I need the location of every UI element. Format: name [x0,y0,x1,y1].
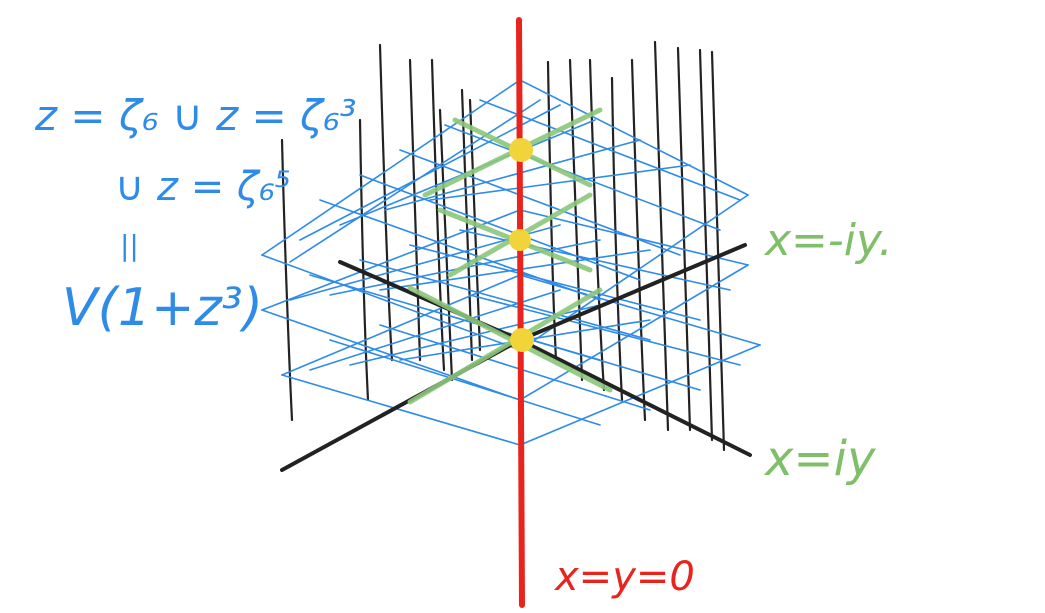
label-x-minus-iy: x=-iy. [763,215,893,266]
equation-line1: z = ζ₆ ∪ z = ζ₆³ [34,91,357,140]
variety-label: V(1+z³) [62,278,263,338]
label-x-y-zero: x=y=0 [553,554,695,600]
point-middle [509,229,531,251]
equation-line2: ∪ z = ζ₆⁵ [115,164,291,210]
point-bottom [510,328,534,352]
point-top [509,138,533,162]
intersection-points [509,138,534,352]
red-axis-line [516,17,525,608]
label-x-iy: x=iy [763,431,876,487]
equals-mark: || [120,229,139,262]
